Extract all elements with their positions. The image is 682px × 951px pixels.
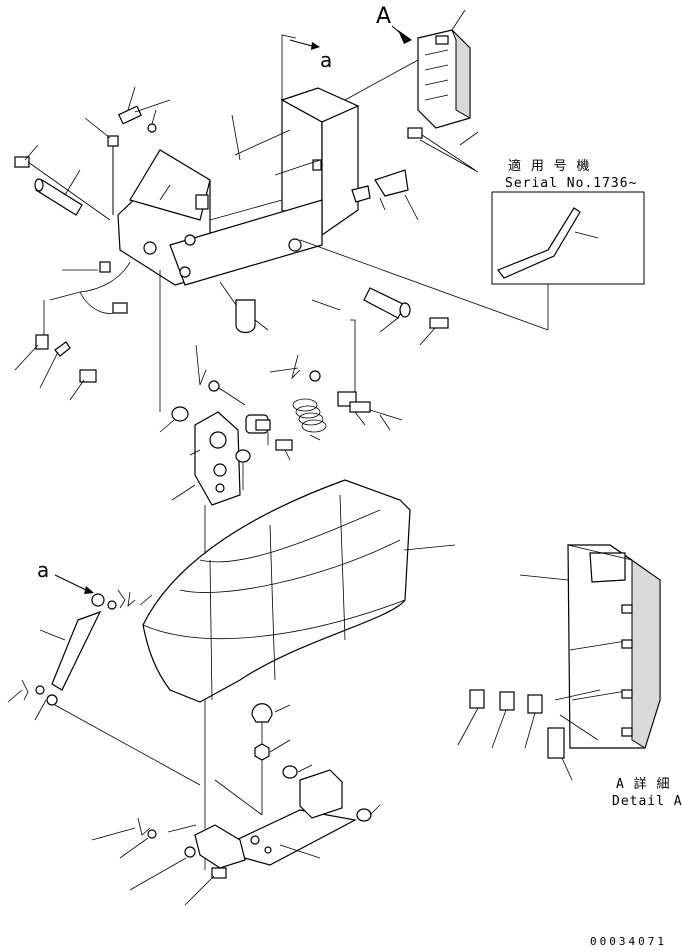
view-arrow-a-icon — [391, 25, 412, 44]
serial-box-number: Serial No.1736~ — [505, 176, 638, 191]
arrow-a-top-label: a — [320, 48, 333, 72]
detail-a-title: A 詳 細 — [616, 777, 671, 792]
serial-box-title: 適 用 号 機 — [508, 159, 591, 174]
roller — [245, 414, 293, 461]
pin-left — [14, 144, 111, 221]
clip-bracket — [219, 281, 269, 334]
bushing-2 — [235, 449, 251, 490]
bolt-top-left — [118, 86, 171, 133]
detail-a-panel — [519, 544, 661, 749]
spring — [292, 398, 327, 441]
serial-inset-box — [299, 191, 645, 331]
drawing-code: 00034071 — [590, 935, 667, 948]
lower-bracket — [91, 764, 381, 906]
arrow-a-left-label: a — [37, 558, 50, 582]
relay-1 — [457, 689, 485, 746]
bushing-1 — [159, 406, 189, 433]
main-bracket — [117, 34, 360, 286]
knob — [251, 703, 291, 815]
relay-3 — [524, 694, 543, 749]
view-a-label: A — [376, 4, 392, 29]
relay-2 — [491, 691, 515, 749]
split-pin-2 — [269, 354, 321, 382]
pin-right — [363, 287, 449, 346]
split-pin-1 — [195, 344, 246, 406]
pivot-pin — [337, 391, 403, 431]
sensor-harness — [14, 261, 161, 412]
gas-spring — [7, 589, 201, 786]
arrow-a-left-icon — [54, 574, 94, 594]
cable-clamp — [351, 127, 479, 221]
arrow-a-top-icon — [289, 39, 320, 50]
fuse-holder — [547, 689, 601, 781]
bolt-vertical — [84, 117, 119, 215]
control-box — [417, 29, 471, 129]
detail-a-subtitle: Detail A — [612, 794, 682, 809]
armrest-cover — [142, 479, 456, 703]
